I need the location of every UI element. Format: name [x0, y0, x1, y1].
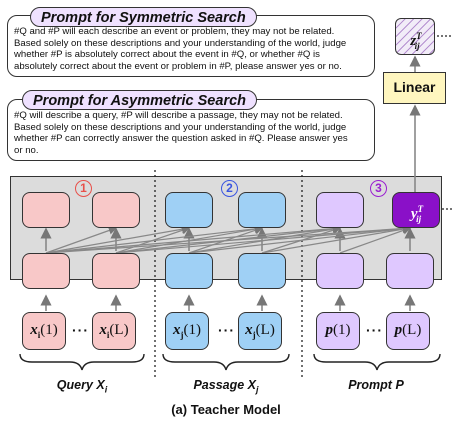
query-input-1: xi(1) — [22, 312, 66, 350]
prompt-input-1-base: p — [325, 322, 334, 338]
teacher-output-node: yTij — [392, 192, 440, 228]
output-score-box: zTij — [395, 18, 435, 55]
prompt-input-L-base: p — [394, 322, 403, 338]
passage-input-1-arg: (1) — [183, 322, 202, 338]
prompt-upper-node-1 — [316, 192, 364, 228]
passage-upper-node-L — [238, 192, 286, 228]
asymmetric-line-1: #Q will describe a query, #P will descri… — [14, 110, 343, 121]
passage-input-L: xj(L) — [238, 312, 282, 350]
passage-brace — [162, 353, 290, 371]
query-input-L-base: x — [99, 322, 107, 338]
asymmetric-prompt-text: #Q will describe a query, #P will descri… — [14, 110, 368, 156]
teacher-output-sup: T — [417, 204, 424, 214]
badge-3: 3 — [370, 180, 387, 197]
query-input-1-sub: i — [37, 330, 41, 340]
symmetric-line-4: absolutely correct about the event or pr… — [14, 60, 342, 72]
input-arrows — [40, 294, 416, 311]
passage-input-L-arg: (L) — [255, 322, 275, 338]
symmetric-line-2: Based solely on these descriptions and y… — [14, 37, 347, 49]
passage-ellipsis: ··· — [218, 322, 235, 338]
query-input-1-base: x — [30, 322, 38, 338]
prompt-input-L-arg: (L) — [402, 322, 422, 338]
query-brace — [19, 353, 145, 371]
passage-upper-node-1 — [165, 192, 213, 228]
teacher-output-symbol: y — [410, 206, 418, 222]
linear-layer-box: Linear — [383, 72, 446, 104]
query-upper-node-1 — [22, 192, 70, 228]
passage-group-text: Passage X — [193, 378, 257, 392]
prompt-input-1-arg: (1) — [333, 322, 351, 338]
query-group-sub: i — [104, 384, 108, 395]
output-symbol: z — [410, 33, 417, 49]
query-group-label: Query Xi — [32, 378, 132, 395]
passage-input-L-sub: j — [252, 330, 256, 340]
figure-caption: (a) Teacher Model — [171, 402, 281, 417]
asymmetric-line-4: or no. — [14, 144, 39, 156]
symmetric-prompt-text: #Q and #P will each describe an event or… — [14, 26, 368, 72]
passage-input-1-sub: j — [180, 330, 184, 340]
query-ellipsis: ··· — [72, 322, 89, 338]
prompt-brace — [313, 353, 441, 371]
query-input-1-arg: (1) — [40, 322, 58, 338]
attention-arrows — [45, 224, 412, 254]
badge-2: 2 — [221, 180, 238, 197]
query-upper-node-L — [92, 192, 140, 228]
prompt-ellipsis: ··· — [366, 322, 383, 338]
symmetric-line-1: #Q and #P will each describe an event or… — [14, 26, 335, 37]
asymmetric-line-3: whether #P can correctly answer the ques… — [14, 133, 348, 145]
passage-group-label: Passage Xj — [170, 378, 282, 395]
prompt-input-1: p(1) — [316, 312, 360, 350]
asymmetric-line-2: Based solely on these descriptions and y… — [14, 121, 347, 133]
query-group-text: Query X — [56, 378, 105, 392]
passage-lower-node-L — [238, 253, 286, 289]
teacher-output-sub: ij — [416, 214, 422, 224]
badge-1: 1 — [75, 180, 92, 197]
prompt-lower-node-1 — [316, 253, 364, 289]
prompt-input-L: p(L) — [386, 312, 430, 350]
prompt-group-text: Prompt P — [348, 378, 404, 392]
query-input-L-sub: i — [106, 330, 110, 340]
symmetric-line-3: whether #P is absolutely correct about t… — [14, 49, 320, 61]
symmetric-prompt-title: Prompt for Symmetric Search — [30, 7, 257, 27]
output-sup: T — [416, 31, 422, 41]
query-lower-node-L — [92, 253, 140, 289]
prompt-lower-node-L — [386, 253, 434, 289]
prompt-group-label: Prompt P — [326, 378, 426, 392]
query-lower-node-1 — [22, 253, 70, 289]
query-input-L: xi(L) — [92, 312, 136, 350]
passage-input-L-base: x — [245, 322, 253, 338]
query-input-L-arg: (L) — [109, 322, 129, 338]
asymmetric-prompt-title: Prompt for Asymmetric Search — [22, 90, 258, 110]
output-sub: ij — [414, 41, 420, 51]
passage-lower-node-1 — [165, 253, 213, 289]
passage-input-1-base: x — [173, 322, 181, 338]
passage-group-sub: j — [256, 384, 259, 395]
passage-input-1: xj(1) — [165, 312, 209, 350]
